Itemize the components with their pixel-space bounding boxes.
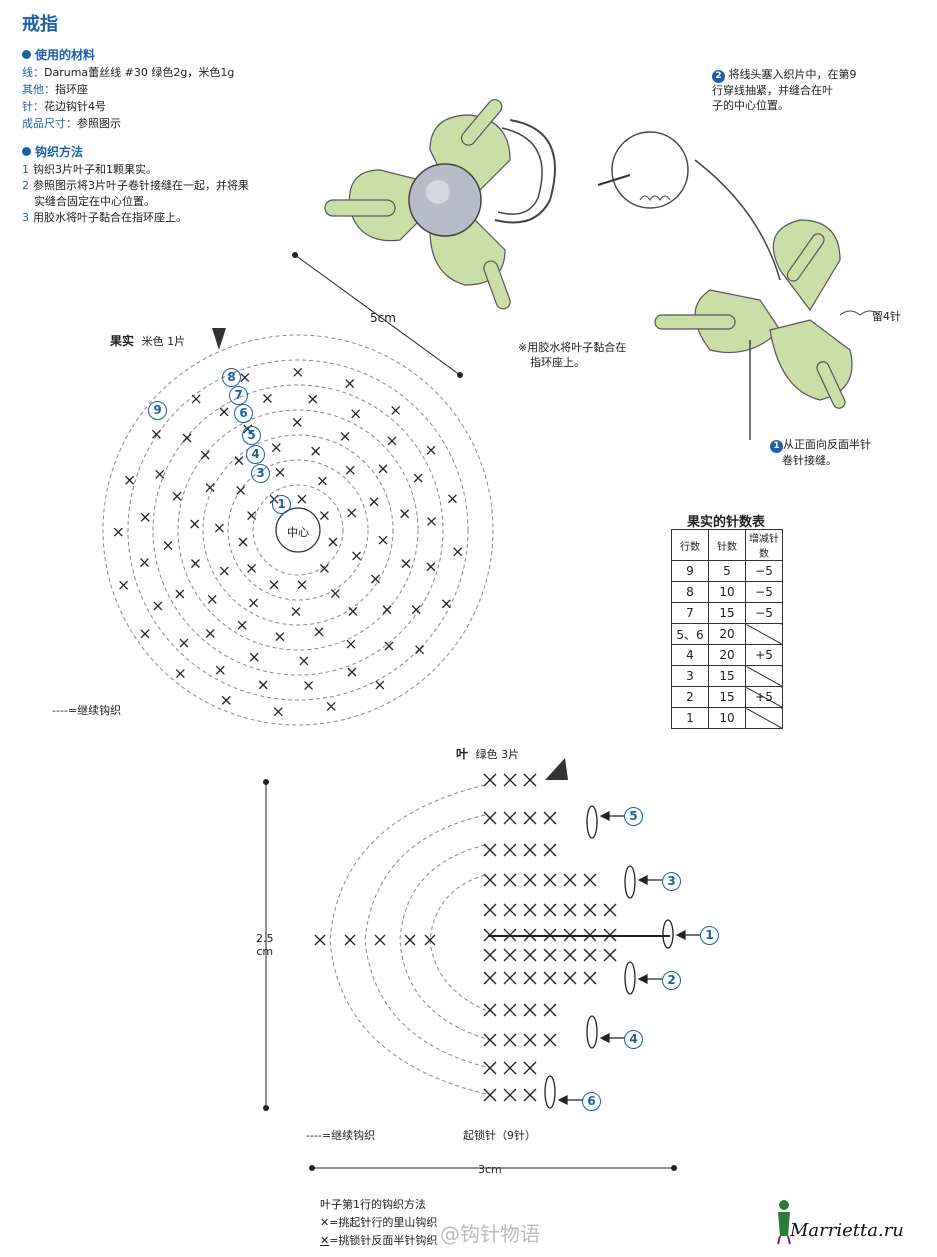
row-number: 7 — [229, 386, 248, 405]
x-stitch-icon: ✕ — [320, 1216, 329, 1229]
row-number: 5 — [624, 807, 643, 826]
row-number: 6 — [234, 404, 253, 423]
row-number: 3 — [251, 464, 270, 483]
center-label: 中心 — [287, 524, 309, 540]
row-number: 2 — [662, 971, 681, 990]
table-header: 针数 — [709, 530, 746, 561]
material-line: 成品尺寸：参照图示 — [22, 115, 234, 132]
row-number: 4 — [246, 445, 265, 464]
method-step: 实缝合固定在中心位置。 — [22, 194, 249, 210]
row-number: 8 — [222, 368, 241, 387]
materials-list: 线：Daruma蕾丝线 #30 绿色2g，米色1g 其他：指环座 针：花边钩针4… — [22, 64, 234, 132]
method-step: 1钩织3片叶子和1颗果实。 — [22, 162, 249, 178]
table-row: 715−5 — [672, 603, 783, 624]
turning-loops — [545, 806, 673, 1108]
materials-heading: 使用的材料 — [22, 46, 95, 63]
stitch-count-table: 行数 针数 增减针数 95−5 810−5 715−5 5、620 420+5 … — [671, 529, 783, 729]
footer-notes: 叶子第1行的钩织方法 ✕=挑起针行的里山钩织 ✕=挑锁针反面半针钩织 — [320, 1196, 437, 1250]
leaf-diagram — [250, 750, 730, 1180]
page-title: 戒指 — [22, 10, 58, 36]
table-row: 110 — [672, 708, 783, 729]
method-heading: 钩织方法 — [22, 143, 83, 160]
start-arrow-icon — [212, 328, 226, 350]
row-number: 3 — [662, 872, 681, 891]
row-number: 1 — [700, 926, 719, 945]
note-1: 1从正面向反面半针 卷针接缝。 — [770, 437, 871, 468]
row-number: 5 — [242, 426, 261, 445]
row-number: 1 — [272, 495, 291, 514]
stitch-marks — [315, 774, 616, 1101]
table-row: 810−5 — [672, 582, 783, 603]
material-line: 线：Daruma蕾丝线 #30 绿色2g，米色1g — [22, 64, 234, 81]
bullet-icon — [22, 147, 31, 156]
row-arrows — [559, 812, 701, 1104]
step-2-badge: 2 — [712, 70, 725, 83]
table-row: 215+5 — [672, 687, 783, 708]
leave-label: 留4针 — [872, 308, 901, 324]
row-number: 9 — [148, 401, 167, 420]
fruit-loop — [612, 132, 688, 208]
table-header: 增减针数 — [746, 530, 783, 561]
material-line: 其他：指环座 — [22, 81, 234, 98]
leaf-legend: ----=继续钩织 — [306, 1127, 375, 1143]
method-step: 2参照图示将3片叶子卷针接缝在一起，并将果 — [22, 178, 249, 194]
bullet-icon — [22, 50, 31, 59]
width-label: 3cm — [478, 1163, 502, 1176]
row-number: 6 — [582, 1092, 601, 1111]
watermark: @钩针物语 — [440, 1218, 540, 1247]
step-1-badge: 1 — [770, 440, 783, 453]
chain-label: 起锁针（9针） — [463, 1127, 536, 1143]
material-line: 针：花边钩针4号 — [22, 98, 234, 115]
fruit-legend: ----=继续钩织 — [52, 702, 121, 718]
footer-line: ✕=挑起针行的里山钩织 — [320, 1214, 437, 1232]
table-header: 行数 — [672, 530, 709, 561]
leaf-assembly — [655, 220, 852, 410]
x-stitch-icon: ✕ — [320, 1234, 329, 1247]
table-header-row: 行数 针数 增减针数 — [672, 530, 783, 561]
table-row: 95−5 — [672, 561, 783, 582]
site-logo: Marrietta.ru — [790, 1220, 904, 1241]
row-number: 4 — [624, 1030, 643, 1049]
footer-line: ✕=挑锁针反面半针钩织 — [320, 1232, 437, 1250]
glue-note: ※用胶水将叶子黏合在 指环座上。 — [518, 340, 626, 370]
footer-heading: 叶子第1行的钩织方法 — [320, 1196, 437, 1214]
note-2: 2 将线头塞入织片中，在第9 行穿线抽紧，并缝合在叶 子的中心位置。 — [712, 67, 857, 113]
figure-icon — [772, 1198, 796, 1246]
table-title: 果实的针数表 — [687, 511, 765, 530]
start-arrow-icon — [545, 758, 568, 780]
